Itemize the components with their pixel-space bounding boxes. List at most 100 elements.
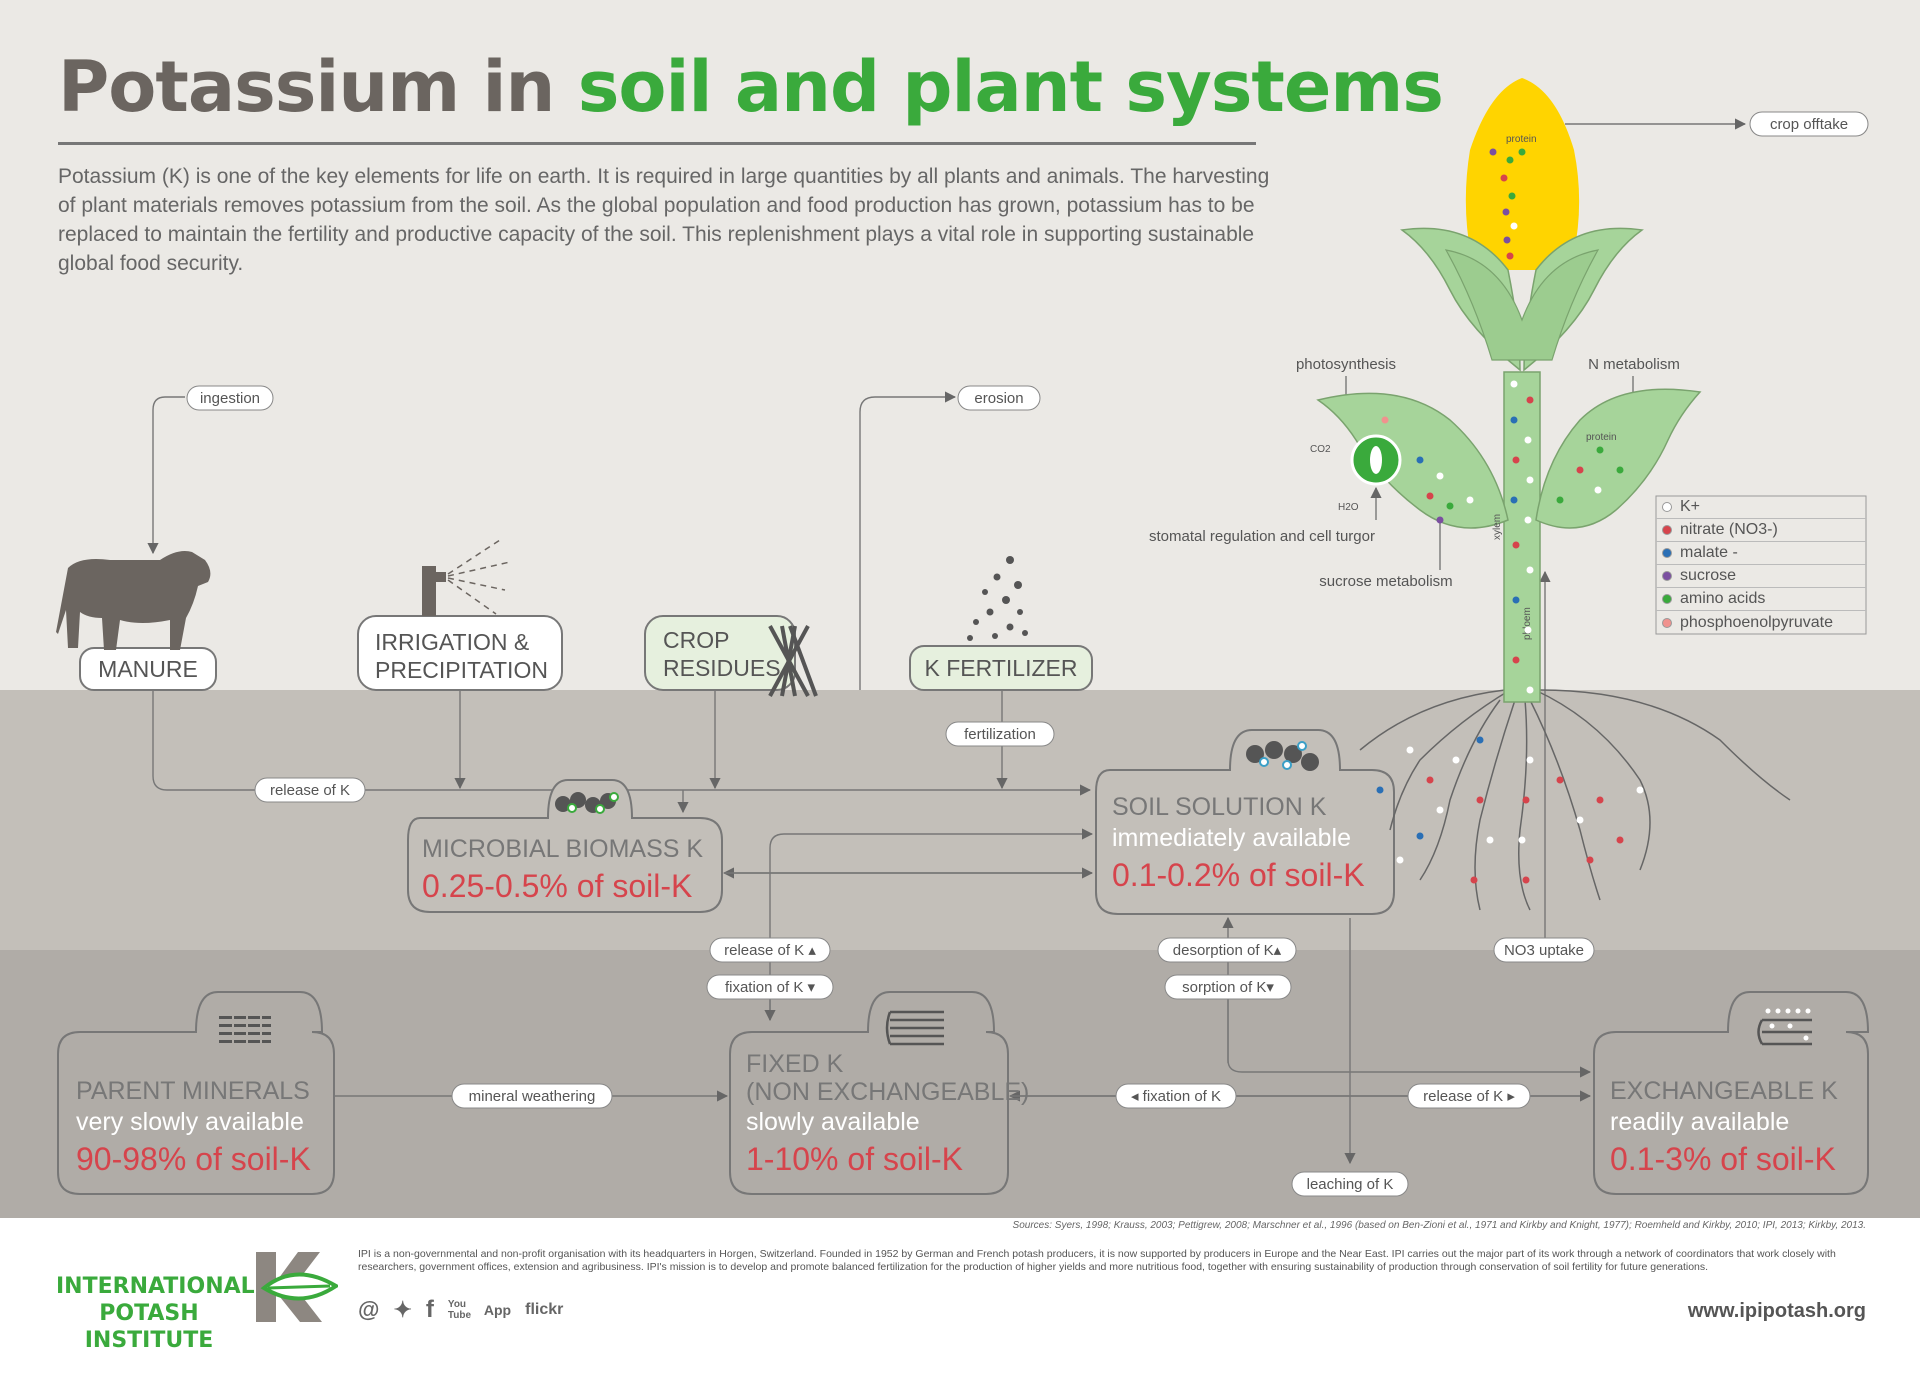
sky-background (0, 0, 1920, 690)
svg-text:erosion: erosion (974, 390, 1023, 407)
facebook-icon[interactable]: f (425, 1296, 434, 1323)
label-stomatal-regulation: stomatal regulation and cell turgor (1149, 528, 1375, 545)
svg-text:sucrose metabolism: sucrose metabolism (1319, 573, 1452, 590)
svg-text:ingestion: ingestion (200, 390, 260, 407)
layered-clay-icon (885, 1010, 944, 1046)
pill-mineral-weathering: mineral weathering (451, 1083, 613, 1109)
svg-text:fertilization: fertilization (964, 726, 1036, 743)
legend-swatch (1662, 525, 1672, 535)
svg-text:stomatal regulation and cell t: stomatal regulation and cell turgor (1149, 528, 1375, 545)
pill-fertilization: fertilization (945, 721, 1055, 747)
app-link[interactable]: App (483, 1302, 512, 1318)
svg-text:(NON EXCHANGEABLE): (NON EXCHANGEABLE) (746, 1078, 1029, 1106)
pill-crop-offtake: crop offtake (1749, 111, 1869, 137)
svg-text:MICROBIAL BIOMASS K: MICROBIAL BIOMASS K (422, 835, 703, 863)
mineral-grid-icon (219, 1014, 271, 1046)
legend-label: nitrate (NO3-) (1680, 521, 1778, 538)
ipi-org-line-2: POTASH INSTITUTE (84, 1301, 214, 1353)
svg-text:photosynthesis: photosynthesis (1296, 356, 1396, 373)
pill-release-right: release of K ▸ (1407, 1083, 1531, 1109)
pool-microbial-biomass: MICROBIAL BIOMASS K 0.25-0.5% of soil-K (407, 779, 723, 913)
svg-text:K FERTILIZER: K FERTILIZER (925, 655, 1078, 681)
legend-rows: K+ nitrate (NO3-) malate - sucrose amino aci… (1656, 496, 1866, 634)
pill-fixation-of-k-down: fixation of K ▾ (706, 974, 834, 1000)
pill-leaching: leaching of K (1291, 1171, 1409, 1197)
svg-text:0.1-3% of soil-K: 0.1-3% of soil-K (1610, 1141, 1836, 1177)
svg-text:EXCHANGEABLE K: EXCHANGEABLE K (1610, 1077, 1838, 1105)
legend-item: nitrate (NO3-) (1656, 519, 1866, 542)
svg-text:readily available: readily available (1610, 1108, 1789, 1136)
pool-fixed-k: FIXED K (NON EXCHANGEABLE) slowly availa… (729, 991, 1029, 1195)
svg-text:xylem: xylem (1492, 514, 1503, 540)
svg-text:protein: protein (1586, 432, 1617, 443)
email-icon[interactable]: @ (358, 1297, 380, 1322)
pill-release-of-k: release of K (254, 777, 366, 803)
svg-text:mineral weathering: mineral weathering (469, 1088, 596, 1105)
legend-swatch (1662, 548, 1672, 558)
svg-text:release of K ▸: release of K ▸ (1423, 1088, 1515, 1105)
input-irrigation: IRRIGATION & PRECIPITATION (357, 615, 563, 691)
cow-icon (56, 551, 211, 650)
ipi-org-line-1: INTERNATIONAL (56, 1274, 255, 1299)
svg-text:CO2: CO2 (1310, 444, 1331, 455)
svg-text:leaching of K: leaching of K (1307, 1176, 1394, 1193)
legend-label: sucrose (1680, 567, 1737, 584)
pill-no3-uptake: NO3 uptake (1493, 937, 1595, 963)
svg-text:1-10% of soil-K: 1-10% of soil-K (746, 1141, 963, 1177)
svg-text:MANURE: MANURE (98, 656, 198, 682)
legend-swatch (1662, 594, 1672, 604)
pool-soil-solution: SOIL SOLUTION K immediately available 0.… (1095, 729, 1395, 915)
svg-text:0.25-0.5% of soil-K: 0.25-0.5% of soil-K (422, 868, 692, 904)
svg-text:crop offtake: crop offtake (1770, 116, 1848, 133)
input-k-fertilizer: K FERTILIZER (909, 645, 1093, 691)
pill-release-of-k-up: release of K ▴ (709, 937, 831, 963)
legend-item: phosphoenolpyruvate (1656, 611, 1866, 634)
footer-band (0, 1218, 1920, 1379)
legend-label: K+ (1680, 498, 1701, 515)
corn-plant: CO2 H2O protein protein xylem phloem (1310, 78, 1791, 911)
svg-text:slowly available: slowly available (746, 1108, 920, 1136)
plant-roots (1359, 689, 1791, 911)
page-title: Potassium in soil and plant systems (58, 52, 1444, 122)
svg-text:protein: protein (1506, 134, 1537, 145)
svg-text:very slowly available: very slowly available (76, 1108, 304, 1136)
svg-text:PARENT MINERALS: PARENT MINERALS (76, 1077, 310, 1105)
microbe-cluster-icon (555, 792, 619, 814)
intro-paragraph: Potassium (K) is one of the key elements… (58, 165, 1270, 275)
twitter-icon[interactable]: ✦ (393, 1297, 412, 1322)
sources-note: Sources: Syers, 1998; Krauss, 2003; Pett… (1012, 1220, 1866, 1231)
flickr-icon[interactable]: flickr (525, 1301, 564, 1318)
ion-legend (1655, 495, 1867, 635)
legend-label: amino acids (1680, 590, 1766, 607)
title-underline (58, 142, 1256, 145)
svg-text:fixation of K ▾: fixation of K ▾ (725, 979, 816, 996)
svg-text:FIXED K: FIXED K (746, 1050, 844, 1078)
pill-ingestion: ingestion (186, 385, 274, 411)
legend-item: malate - (1656, 542, 1866, 565)
legend-swatch (1662, 502, 1672, 512)
exchange-layer-icon (1757, 1018, 1812, 1046)
legend-label: phosphoenolpyruvate (1680, 613, 1834, 631)
pill-desorption: desorption of K▴ (1157, 937, 1297, 963)
svg-text:N metabolism: N metabolism (1588, 356, 1680, 373)
svg-text:immediately available: immediately available (1112, 824, 1351, 852)
svg-text:release of K ▴: release of K ▴ (724, 942, 816, 959)
legend-swatch (1662, 571, 1672, 581)
youtube-icon[interactable]: You Tube (447, 1299, 472, 1321)
social-links: @ ✦ f You Tube App flickr (358, 1296, 563, 1324)
soil-particle-cluster-icon (1246, 741, 1319, 771)
stomata-icon (1350, 434, 1402, 486)
svg-text:release of K: release of K (270, 782, 350, 799)
ipi-org-name: INTERNATIONAL POTASH INSTITUTE (56, 1273, 255, 1354)
svg-text:H2O: H2O (1338, 502, 1359, 513)
straw-bundle-icon (768, 625, 818, 697)
svg-text:0.1-0.2% of soil-K: 0.1-0.2% of soil-K (1112, 857, 1365, 893)
fertilizer-granules-icon (967, 556, 1028, 641)
input-crop-residues: CROP RESIDUES (644, 615, 796, 691)
svg-text:90-98% of soil-K: 90-98% of soil-K (76, 1141, 311, 1177)
svg-text:NO3 uptake: NO3 uptake (1504, 942, 1584, 959)
pool-parent-minerals: PARENT MINERALS very slowly available 90… (57, 991, 335, 1195)
input-manure: MANURE (79, 647, 217, 691)
website-link[interactable]: www.ipipotash.org (1687, 1300, 1866, 1322)
